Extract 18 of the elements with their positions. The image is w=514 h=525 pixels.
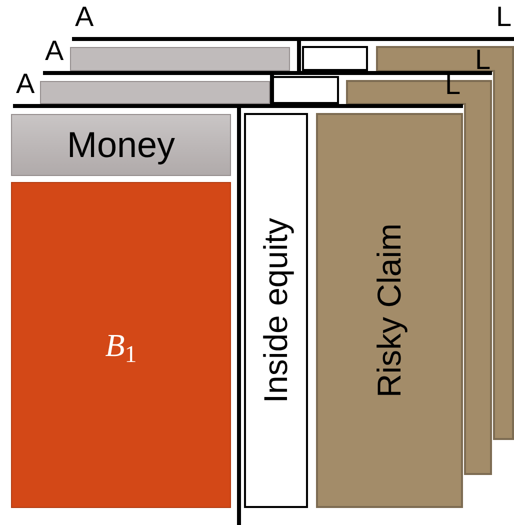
block-label: Inside equity [260, 218, 292, 404]
sheet-block [70, 47, 290, 71]
side-label: L [496, 3, 512, 31]
sheet-block [272, 76, 339, 104]
block-label: Risky Claim [373, 223, 406, 398]
equity-block [244, 113, 308, 508]
side-label: A [16, 70, 35, 98]
side-label: A [45, 37, 64, 65]
block-label: Money [66, 127, 176, 163]
claim-block [316, 113, 463, 508]
block-label: B$_{1}$ [105, 329, 137, 361]
sheet-block [376, 46, 514, 440]
side-label: A [75, 3, 94, 31]
sheet-block [40, 81, 270, 104]
side-label: L [475, 46, 491, 74]
sheet-block [302, 46, 368, 71]
asset-block [11, 114, 231, 176]
asset-block [11, 182, 231, 508]
